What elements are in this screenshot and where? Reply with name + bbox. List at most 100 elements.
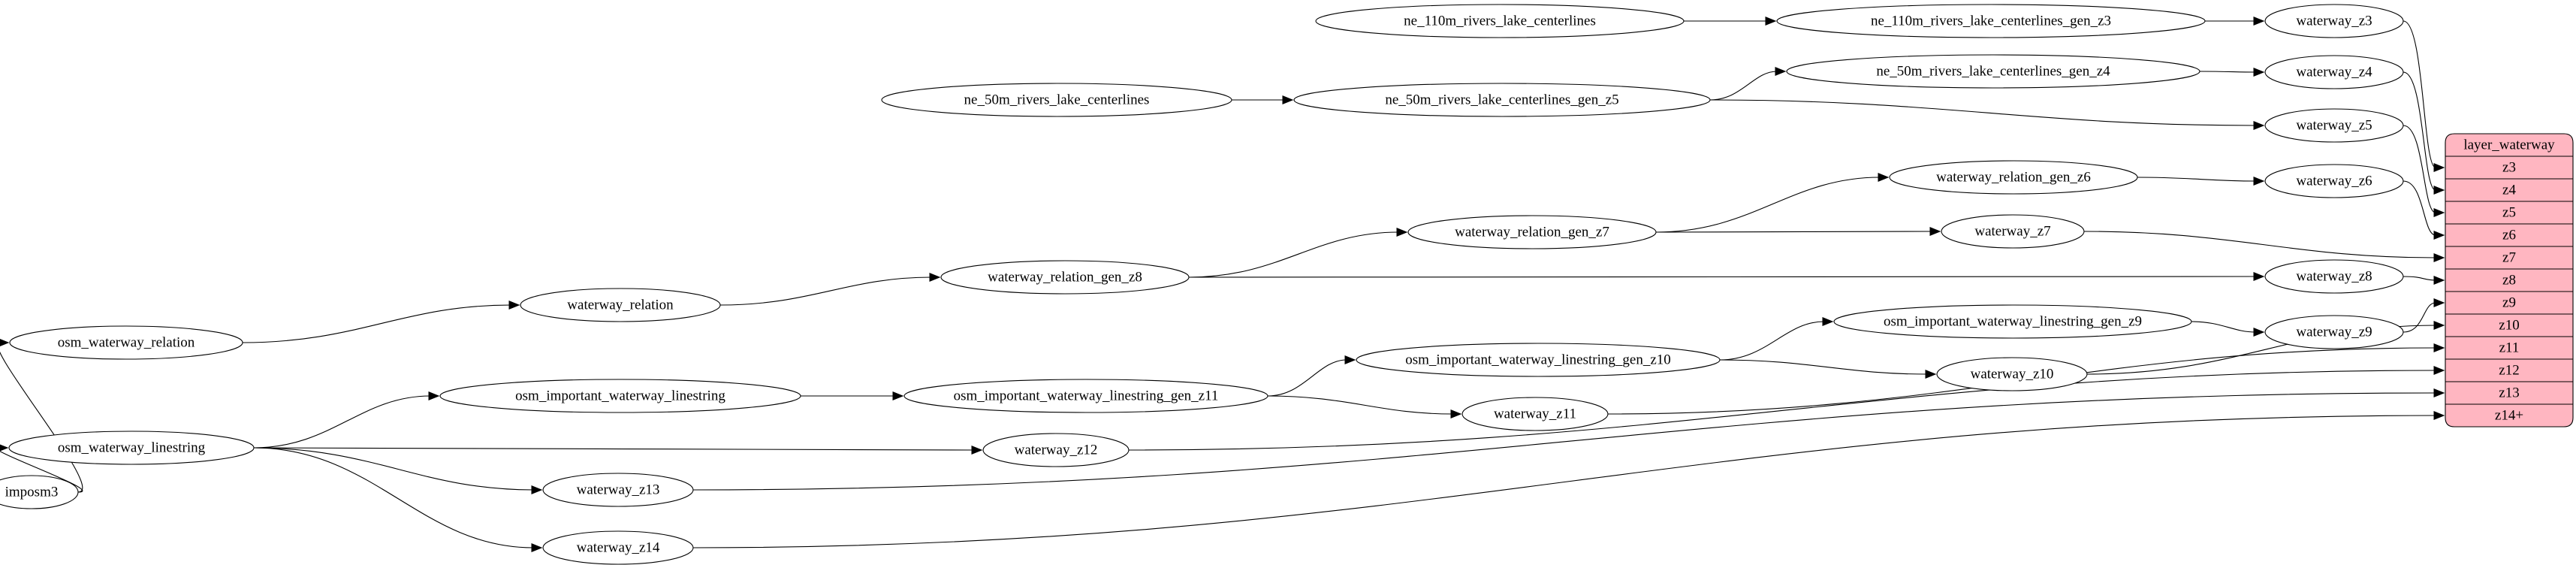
edge-arrowhead	[2253, 177, 2265, 186]
node-shape	[940, 260, 1190, 295]
edge-osm_waterway_linestring-to-waterway_z13	[253, 447, 534, 491]
edge-arrowhead	[1925, 370, 1937, 379]
node-shape	[1315, 4, 1685, 38]
edge-osm_waterway_linestring-to-waterway_z14	[253, 447, 534, 548]
edge-arrowhead	[892, 391, 904, 400]
node-osm_important_waterway_linestring[interactable]: osm_important_waterway_linestring	[439, 379, 801, 413]
node-shape	[903, 379, 1268, 413]
edge-arrowhead	[2433, 321, 2445, 330]
node-shape	[2264, 55, 2404, 89]
node-ne_110m_rivers_lake_centerlines_gen_z3[interactable]: ne_110m_rivers_lake_centerlines_gen_z3	[1776, 4, 2206, 38]
node-shape	[439, 379, 801, 413]
edge-waterway_z14-to-layer_waterway.z14+	[692, 415, 2436, 548]
node-shape	[2264, 259, 2404, 294]
edge-arrowhead	[2433, 388, 2445, 397]
node-shape	[982, 433, 1130, 467]
edge-arrowhead	[2253, 328, 2265, 337]
node-waterway_z6[interactable]: waterway_z6	[2264, 164, 2404, 198]
node-waterway_z11[interactable]: waterway_z11	[1461, 397, 1609, 431]
edge-waterway_z12-to-layer_waterway.z12	[1128, 370, 2436, 451]
node-shape	[2264, 315, 2404, 349]
edge-waterway_z6-to-layer_waterway.z6	[2403, 180, 2436, 236]
edge-waterway_z4-to-layer_waterway.z4	[2403, 71, 2436, 191]
node-waterway_z3[interactable]: waterway_z3	[2264, 4, 2404, 38]
node-shape	[1407, 215, 1657, 249]
node-waterway_z8[interactable]: waterway_z8	[2264, 259, 2404, 294]
node-waterway_z10[interactable]: waterway_z10	[1936, 357, 2088, 391]
edge-arrowhead	[1765, 17, 1777, 26]
node-osm_important_waterway_linestring_gen_z10[interactable]: osm_important_waterway_linestring_gen_z1…	[1356, 343, 1721, 377]
node-waterway_z5[interactable]: waterway_z5	[2264, 108, 2404, 143]
edge-arrowhead	[531, 543, 543, 552]
edge-arrowhead	[929, 273, 941, 282]
node-ne_50m_rivers_lake_centerlines_gen_z5[interactable]: ne_50m_rivers_lake_centerlines_gen_z5	[1293, 83, 1711, 117]
node-ne_50m_rivers_lake_centerlines[interactable]: ne_50m_rivers_lake_centerlines	[881, 83, 1232, 117]
edge-arrowhead	[1775, 67, 1787, 76]
edge-arrowhead	[2253, 68, 2265, 77]
edge-arrowhead	[1450, 409, 1462, 418]
node-shape	[1833, 304, 2192, 339]
edge-arrowhead	[2433, 411, 2445, 420]
node-shape	[1776, 4, 2206, 38]
node-waterway_z9[interactable]: waterway_z9	[2264, 315, 2404, 349]
edge-osm_waterway_linestring-to-osm_important_waterway_linestring	[253, 395, 431, 449]
node-waterway_z13[interactable]: waterway_z13	[542, 473, 694, 507]
node-waterway_z7[interactable]: waterway_z7	[1941, 214, 2085, 249]
edge-arrowhead	[2433, 163, 2445, 172]
edge-waterway_relation_gen_z7-to-waterway_z7	[1655, 231, 1932, 233]
node-osm_important_waterway_linestring_gen_z9[interactable]: osm_important_waterway_linestring_gen_z9	[1833, 304, 2192, 339]
edge-ne_50m_rivers_lake_centerlines_gen_z5-to-ne_50m_rivers_lake_centerlines_gen_z4	[1709, 71, 1778, 101]
node-osm_important_waterway_linestring_gen_z11[interactable]: osm_important_waterway_linestring_gen_z1…	[903, 379, 1268, 413]
edge-arrowhead	[2433, 253, 2445, 262]
edge-waterway_relation-to-waterway_relation_gen_z8	[719, 276, 932, 306]
edge-arrowhead	[2433, 208, 2445, 217]
edge-arrowhead	[2433, 186, 2445, 195]
edge-osm_waterway_relation-to-waterway_relation	[242, 304, 511, 343]
edge-arrowhead	[2253, 17, 2265, 26]
table-layer: layer_waterwayz3z4z5z6z7z8z9z10z11z12z13…	[2445, 133, 2574, 428]
node-shape	[2264, 108, 2404, 143]
node-waterway_z4[interactable]: waterway_z4	[2264, 55, 2404, 89]
edge-arrowhead	[2253, 121, 2265, 130]
edge-arrowhead	[2433, 343, 2445, 352]
node-shape	[1889, 160, 2138, 195]
node-waterway_z12[interactable]: waterway_z12	[982, 433, 1130, 467]
edge-osm_important_waterway_linestring_gen_z10-to-waterway_z10	[1719, 359, 1928, 375]
edge-arrowhead	[971, 446, 983, 455]
edge-arrowhead	[1878, 173, 1890, 182]
node-waterway_z14[interactable]: waterway_z14	[542, 530, 694, 565]
node-shape	[1786, 54, 2200, 89]
edge-arrowhead	[1396, 228, 1408, 237]
edge-waterway_relation_gen_z6-to-waterway_z6	[2137, 177, 2256, 182]
edge-arrowhead	[1929, 227, 1941, 236]
edge-waterway_relation_gen_z7-to-waterway_relation_gen_z6	[1655, 177, 1881, 233]
node-waterway_relation_gen_z8[interactable]: waterway_relation_gen_z8	[940, 260, 1190, 295]
edge-arrowhead	[1282, 95, 1294, 104]
node-waterway_relation_gen_z6[interactable]: waterway_relation_gen_z6	[1889, 160, 2138, 195]
edge-osm_waterway_linestring-to-waterway_z12	[253, 447, 974, 451]
node-shape	[542, 530, 694, 565]
node-ne_110m_rivers_lake_centerlines[interactable]: ne_110m_rivers_lake_centerlines	[1315, 4, 1685, 38]
edge-waterway_relation_gen_z8-to-waterway_relation_gen_z7	[1188, 231, 1399, 278]
node-osm_waterway_relation[interactable]: osm_waterway_relation	[9, 325, 243, 360]
node-shape	[1461, 397, 1609, 431]
node-shape	[1293, 83, 1711, 117]
node-shape	[1936, 357, 2088, 391]
node-osm_waterway_linestring[interactable]: osm_waterway_linestring	[8, 431, 255, 465]
edge-arrowhead	[1822, 317, 1834, 326]
node-waterway_relation_gen_z7[interactable]: waterway_relation_gen_z7	[1407, 215, 1657, 249]
edge-arrowhead	[0, 339, 10, 346]
node-layer: imposm3osm_waterway_relationosm_waterway…	[0, 4, 2404, 565]
node-waterway_relation[interactable]: waterway_relation	[520, 288, 721, 322]
edge-osm_important_waterway_linestring_gen_z11-to-waterway_z11	[1267, 395, 1453, 415]
edge-waterway_z3-to-layer_waterway.z3	[2403, 20, 2436, 168]
node-shape	[9, 325, 243, 360]
edge-arrowhead	[508, 301, 520, 310]
node-ne_50m_rivers_lake_centerlines_gen_z4[interactable]: ne_50m_rivers_lake_centerlines_gen_z4	[1786, 54, 2200, 89]
edge-arrowhead	[2433, 298, 2445, 307]
edge-ne_50m_rivers_lake_centerlines_gen_z4-to-waterway_z4	[2199, 71, 2256, 73]
edge-imposm3-to-osm_waterway_relation	[0, 343, 83, 493]
edge-arrowhead	[2433, 366, 2445, 375]
node-shape	[1356, 343, 1721, 377]
